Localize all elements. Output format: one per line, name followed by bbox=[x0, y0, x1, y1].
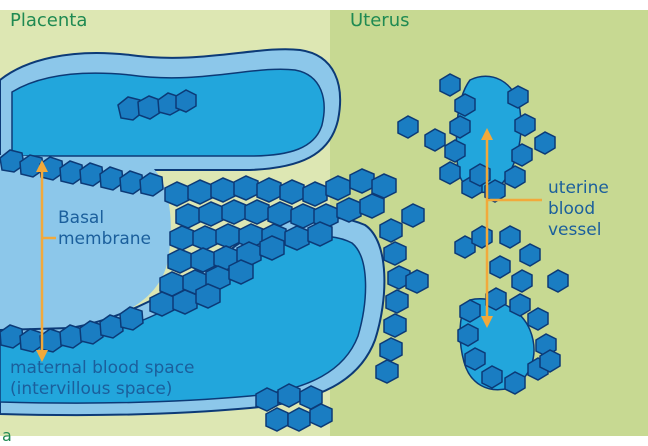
cell bbox=[211, 178, 235, 202]
cell bbox=[337, 198, 361, 222]
uterine-vessel-label: uterine blood vessel bbox=[548, 178, 609, 241]
cell bbox=[360, 194, 384, 218]
panel-letter: a bbox=[2, 426, 12, 445]
space-label-line2: (intervillous space) bbox=[10, 379, 195, 400]
cell bbox=[278, 384, 300, 407]
cell bbox=[165, 182, 189, 206]
uterus-label: Uterus bbox=[350, 10, 410, 31]
cell bbox=[285, 226, 309, 250]
cell bbox=[384, 314, 406, 337]
cell bbox=[386, 290, 408, 313]
cell bbox=[291, 204, 315, 228]
cell bbox=[280, 180, 304, 204]
cell bbox=[372, 174, 396, 198]
basal-membrane-label: Basal membrane bbox=[58, 208, 151, 250]
cell bbox=[380, 219, 402, 242]
cell bbox=[266, 408, 288, 431]
cell bbox=[256, 388, 278, 411]
cell bbox=[303, 182, 327, 206]
cell bbox=[308, 222, 332, 246]
cell bbox=[326, 176, 350, 200]
cell bbox=[199, 202, 223, 226]
cell bbox=[150, 292, 174, 316]
cell bbox=[288, 408, 310, 431]
space-label-line1: maternal blood space bbox=[10, 358, 195, 379]
cell bbox=[222, 200, 246, 224]
cell bbox=[216, 224, 240, 248]
cell bbox=[260, 236, 284, 260]
cell bbox=[406, 270, 428, 293]
cell bbox=[376, 360, 398, 383]
maternal-blood-space-label: maternal blood space (intervillous space… bbox=[10, 358, 195, 400]
basal-label-line2: membrane bbox=[58, 229, 151, 250]
cell bbox=[245, 200, 269, 224]
cell bbox=[234, 176, 258, 200]
cell bbox=[380, 338, 402, 361]
vessel-label-line3: vessel bbox=[548, 220, 609, 241]
cell bbox=[168, 249, 192, 273]
cell bbox=[257, 178, 281, 202]
cell bbox=[384, 242, 406, 265]
cell bbox=[191, 248, 215, 272]
cell bbox=[402, 204, 424, 227]
cell bbox=[196, 284, 220, 308]
cell bbox=[350, 169, 374, 193]
cell bbox=[193, 226, 217, 250]
cell bbox=[176, 204, 200, 228]
cell bbox=[268, 202, 292, 226]
vessel-label-line2: blood bbox=[548, 199, 609, 220]
basal-label-line1: Basal bbox=[58, 208, 151, 229]
cell bbox=[310, 404, 332, 427]
vessel-label-line1: uterine bbox=[548, 178, 609, 199]
cell bbox=[188, 180, 212, 204]
cell bbox=[173, 290, 197, 314]
placenta-label: Placenta bbox=[10, 10, 87, 31]
cell bbox=[229, 260, 253, 284]
cell bbox=[170, 226, 194, 250]
